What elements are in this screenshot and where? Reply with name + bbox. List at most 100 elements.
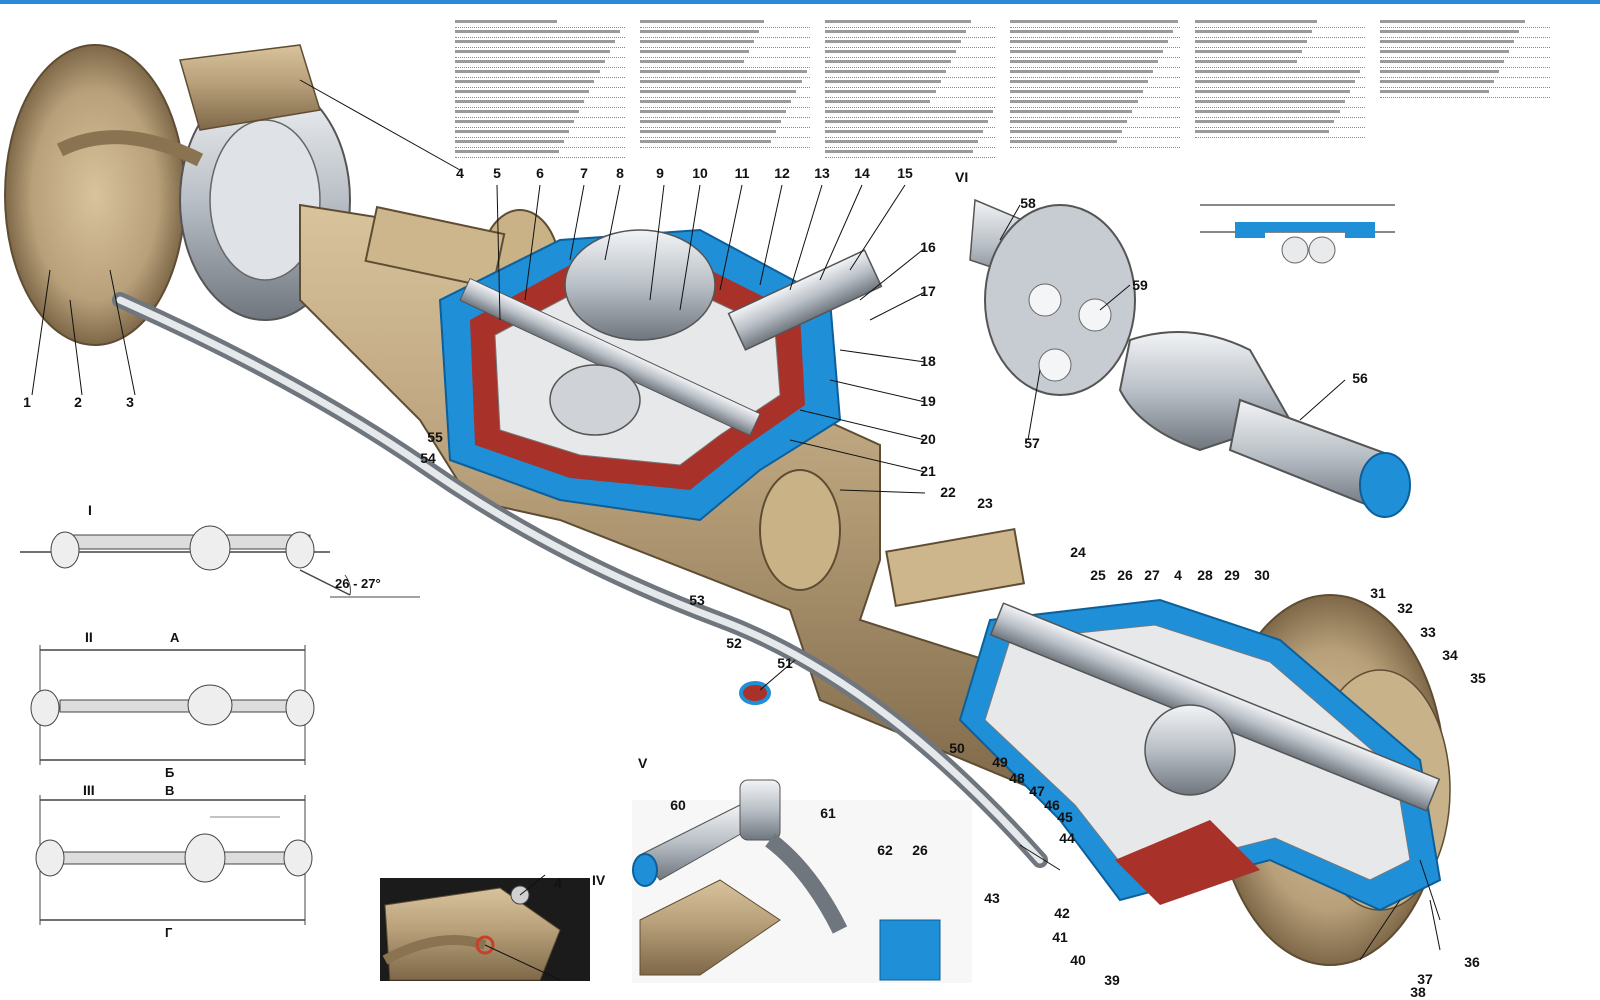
legend-line [640,90,810,98]
callout-label: 14 [854,165,870,181]
view-label-iii: III [83,782,95,798]
legend-line [1380,90,1550,98]
callout-label: 38 [1410,984,1426,1000]
legend-line [825,80,995,88]
callout-label: 19 [920,393,936,409]
legend-line [1195,120,1365,128]
legend-line [825,150,995,158]
legend-line [1380,20,1550,28]
callout-label: 42 [1054,905,1070,921]
legend-line [1010,140,1180,148]
callout-label: 58 [1020,195,1036,211]
callout-label: 11 [735,165,750,181]
legend-line [455,90,625,98]
legend-line [825,50,995,58]
legend-line [1010,100,1180,108]
callout-label: 37 [1417,971,1433,987]
callout-label: 53 [689,592,705,608]
legend-line [1195,20,1365,28]
callout-label: 25 [1090,567,1106,583]
legend-line [1195,90,1365,98]
view-label-i: I [88,502,92,518]
inset-v-detail [632,779,972,983]
callout-label: 61 [820,805,836,821]
legend-line [825,120,995,128]
dimension-labels: 26 - 27° А Б В Г [165,576,381,940]
callout-label: 62 [877,842,893,858]
legend-line [455,150,625,158]
legend-column [640,18,810,150]
legend-line [1010,130,1180,138]
callout-label: 60 [670,797,686,813]
callout-label: 48 [1009,770,1025,786]
callout-label: 43 [984,890,1000,906]
callout-label: 45 [1057,809,1073,825]
callout-label: 27 [1144,567,1160,583]
legend-line [1010,110,1180,118]
legend-line [455,140,625,148]
callout-label: 18 [920,353,936,369]
callout-label: 3 [126,394,134,410]
legend-line [455,130,625,138]
legend-line [455,30,625,38]
callout-label: 41 [1052,929,1068,945]
legend-line [640,140,810,148]
legend-column [825,18,995,160]
legend-line [825,60,995,68]
callout-label: 52 [726,635,742,651]
callout-label: 16 [920,239,936,255]
legend-line [1380,40,1550,48]
legend-line [640,60,810,68]
legend-line [825,130,995,138]
callout-label: 51 [777,655,793,671]
legend-column [1010,18,1180,150]
legend-line [640,130,810,138]
tie-rod [112,292,1048,868]
callout-label: 6 [536,165,544,181]
callout-label: 4 [554,875,562,891]
legend-line [640,80,810,88]
callout-label: 2 [74,394,82,410]
legend-line [825,70,995,78]
callout-label: 13 [814,165,830,181]
legend-column [455,18,625,160]
view-label-iv: IV [592,872,606,888]
callout-label: 9 [656,165,664,181]
callout-label: 10 [692,165,708,181]
leader-lines [31,79,1441,981]
callout-label: 35 [1470,670,1486,686]
callout-label: 44 [1059,830,1075,846]
callout-label: 47 [1029,783,1045,799]
callout-label: 15 [897,165,913,181]
view-label-v: V [638,755,648,771]
callout-label: 24 [1070,544,1086,560]
callout-label: 23 [977,495,993,511]
callout-label: 39 [1104,972,1120,988]
callout-label: 26 [912,842,928,858]
callout-label: 17 [920,283,936,299]
legend-line [1010,50,1180,58]
legend-line [1010,120,1180,128]
legend-line [1195,110,1365,118]
callout-label: 34 [1442,647,1458,663]
legend-line [825,40,995,48]
legend-line [1010,60,1180,68]
legend-line [1380,50,1550,58]
inset-vi-cv-joint [969,180,1411,518]
legend-line [1195,30,1365,38]
legend-line [1195,40,1365,48]
differential-cutaway [438,228,883,522]
legend-line [1010,20,1180,28]
callout-label: 50 [949,740,965,756]
callout-label: 30 [1254,567,1270,583]
parts-legend-text-block [455,18,1555,158]
legend-column [1380,18,1550,100]
legend-line [1010,40,1180,48]
legend-line [1195,70,1365,78]
dim-label-g: Г [165,925,173,940]
legend-line [1010,70,1180,78]
callout-label: 46 [1044,797,1060,813]
callout-label: 32 [1397,600,1413,616]
